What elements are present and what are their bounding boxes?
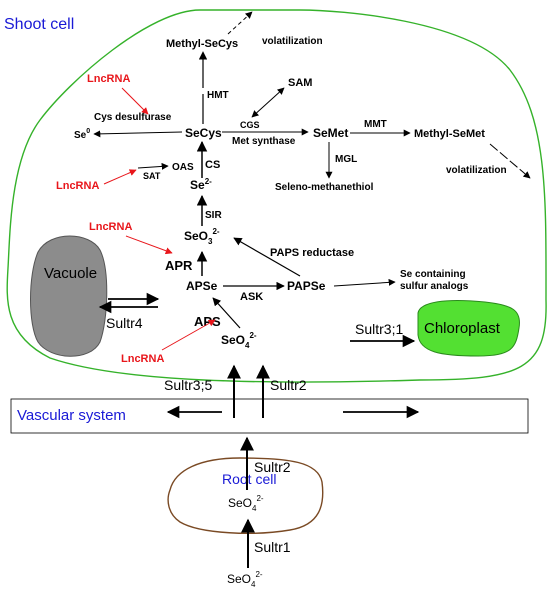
methylsemet-volatilization-arrow xyxy=(489,143,531,179)
sat-label: SAT xyxy=(143,171,161,181)
apr-label: APR xyxy=(165,258,193,273)
shoot-seo4: SeO42- xyxy=(221,331,257,350)
vascular-system-label: Vascular system xyxy=(17,407,126,424)
volatilization-right-label: volatilization xyxy=(446,165,507,176)
vacuole-shape xyxy=(30,235,108,357)
secys-to-sam-arrow xyxy=(251,87,285,118)
se2-label: Se2- xyxy=(190,177,212,192)
root-cell-membrane xyxy=(167,457,324,534)
sam-label: SAM xyxy=(288,77,312,89)
ask-label: ASK xyxy=(240,291,263,303)
methyl-secys-label: Methyl-SeCys xyxy=(166,38,238,50)
mmt-label: MMT xyxy=(364,119,387,130)
sultr2-root-label: Sultr2 xyxy=(254,459,291,475)
vascular-system-box xyxy=(10,398,529,434)
oas-to-cs-arrow xyxy=(137,162,169,170)
se0-label: Se0 xyxy=(74,128,90,141)
root-cell-title: Root cell xyxy=(222,471,276,487)
cys-desulfurase-label: Cys desulfurase xyxy=(94,112,172,123)
sultr3-5-label: Sultr3;5 xyxy=(164,377,212,393)
cgs-label: CGS xyxy=(240,120,260,130)
papse-to-seo3-arrow xyxy=(233,237,301,277)
papse-label: PAPSe xyxy=(287,279,326,293)
semet-label: SeMet xyxy=(313,126,348,140)
sultr3-1-label: Sultr3;1 xyxy=(355,321,403,337)
lncrna-sir-arrow xyxy=(125,235,173,255)
lncrna-sat-arrow xyxy=(103,169,137,185)
paps-reductase-label: PAPS reductase xyxy=(270,247,354,259)
se-analogs-line1: Se containing xyxy=(400,269,466,280)
soil-seo4: SeO42- xyxy=(227,570,263,589)
shoot-cell-title: Shoot cell xyxy=(4,16,74,33)
met-synthase-label: Met synthase xyxy=(232,136,296,147)
lncrna-aps-label: LncRNA xyxy=(121,353,164,365)
cs-label: CS xyxy=(205,159,220,171)
secys-label: SeCys xyxy=(185,126,222,140)
mgl-label: MGL xyxy=(335,154,357,165)
se-analogs-line2: sulfur analogs xyxy=(400,281,469,292)
volatilization-top-label: volatilization xyxy=(262,36,323,47)
hmt-label: HMT xyxy=(207,90,229,101)
sultr1-label: Sultr1 xyxy=(254,539,291,555)
chloroplast-label: Chloroplast xyxy=(424,320,501,337)
secys-to-se0-arrow xyxy=(93,130,183,138)
seo3-label: SeO32- xyxy=(184,227,220,246)
oas-label: OAS xyxy=(172,162,194,173)
papse-to-analogs-arrow xyxy=(333,278,396,287)
methyl-semet-label: Methyl-SeMet xyxy=(414,128,485,140)
lncrna-cys-arrow xyxy=(121,87,149,115)
lncrna-sir-label: LncRNA xyxy=(89,221,132,233)
shoot-cell-membrane xyxy=(6,9,547,383)
sultr2-shoot-label: Sultr2 xyxy=(270,377,307,393)
sultr4-label: Sultr4 xyxy=(106,315,143,331)
seleno-methanethiol-label: Seleno-methanethiol xyxy=(275,182,374,193)
chloroplast-shape xyxy=(417,300,521,357)
sir-label: SIR xyxy=(205,210,222,221)
apse-label: APSe xyxy=(186,279,218,293)
lncrna-cys-label: LncRNA xyxy=(87,73,130,85)
root-seo4: SeO42- xyxy=(228,494,264,513)
aps-label: APS xyxy=(194,314,221,329)
lncrna-sat-label: LncRNA xyxy=(56,180,99,192)
methylsecys-volatilization-arrow xyxy=(227,11,253,35)
seo4-to-apse-arrow xyxy=(212,297,241,329)
lncrna-aps-arrow xyxy=(161,319,216,351)
vacuole-label: Vacuole xyxy=(44,265,97,282)
